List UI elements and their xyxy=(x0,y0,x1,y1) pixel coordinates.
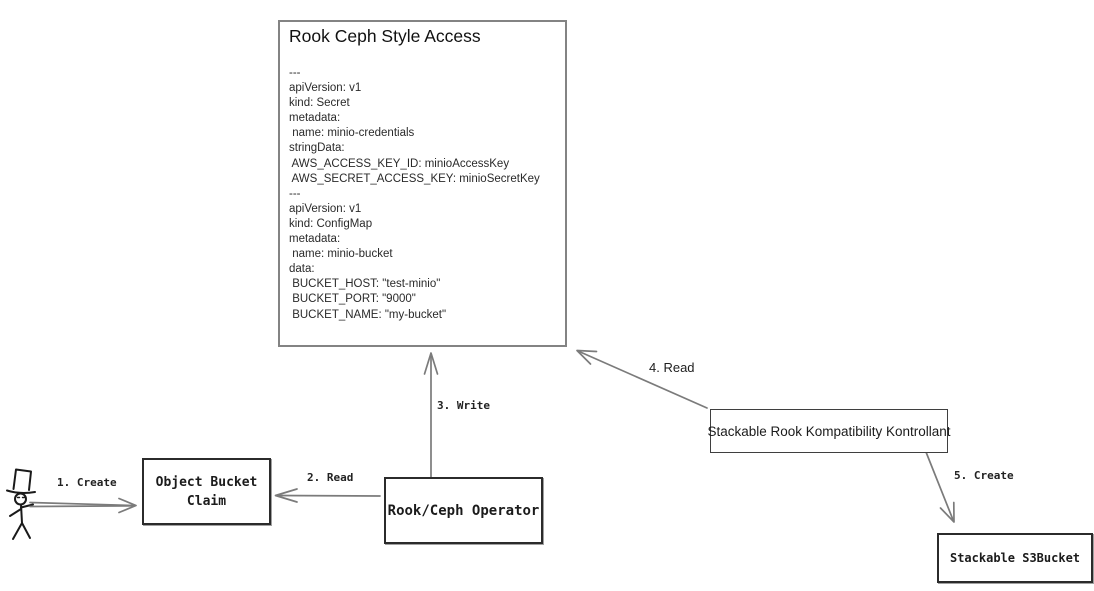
arrow-read-operator-to-obc xyxy=(274,488,381,503)
yaml-line: AWS_ACCESS_KEY_ID: minioAccessKey xyxy=(289,157,510,170)
node-rook-ceph-operator: Rook/Ceph Operator xyxy=(384,477,543,544)
node-stackable-rook-kompatibility-kontrollant: Stackable Rook Kompatibility Kontrollant xyxy=(707,409,951,453)
edge-label-5-create: 5. Create xyxy=(954,469,1014,482)
yaml-line: BUCKET_PORT: "9000" xyxy=(289,293,416,306)
yaml-line: --- xyxy=(289,67,301,79)
yaml-line: stringData: xyxy=(289,142,345,155)
node-rook-ceph-style-access: Rook Ceph Style Access --- apiVersion: v… xyxy=(278,20,567,347)
yaml-manifest-block: --- apiVersion: v1 kind: Secret metadata… xyxy=(289,66,540,323)
arrow-write-operator-to-mainbox xyxy=(423,352,439,478)
yaml-line: kind: Secret xyxy=(289,97,350,110)
edge-label-1-create: 1. Create xyxy=(57,476,117,489)
node-stackable-s3bucket: Stackable S3Bucket xyxy=(937,533,1093,583)
yaml-line: data: xyxy=(289,263,315,276)
yaml-line: apiVersion: v1 xyxy=(289,82,362,95)
yaml-line: BUCKET_HOST: "test-minio" xyxy=(289,278,441,291)
yaml-line: metadata: xyxy=(289,233,341,246)
edge-label-4-read: 4. Read xyxy=(649,360,695,375)
arrow-create-user-to-obc xyxy=(29,497,137,514)
yaml-line: apiVersion: v1 xyxy=(289,202,362,215)
yaml-line: --- xyxy=(289,187,301,200)
main-box-title: Rook Ceph Style Access xyxy=(289,26,481,46)
yaml-line: kind: ConfigMap xyxy=(289,217,373,230)
yaml-line: metadata: xyxy=(289,112,341,125)
yaml-line: BUCKET_NAME: "my-bucket" xyxy=(289,308,447,321)
yaml-line: name: minio-credentials xyxy=(289,127,415,140)
yaml-line: AWS_SECRET_ACCESS_KEY: minioSecretKey xyxy=(289,172,540,185)
edge-label-3-write: 3. Write xyxy=(437,399,490,412)
arrow-create-kontrollant-to-s3bucket xyxy=(925,451,955,523)
user-stick-figure-icon xyxy=(6,468,36,540)
edge-label-2-read: 2. Read xyxy=(307,471,354,484)
yaml-line: name: minio-bucket xyxy=(289,248,393,261)
node-object-bucket-claim: Object Bucket Claim xyxy=(142,458,271,525)
arrow-read-kontrollant-to-mainbox xyxy=(576,349,708,409)
